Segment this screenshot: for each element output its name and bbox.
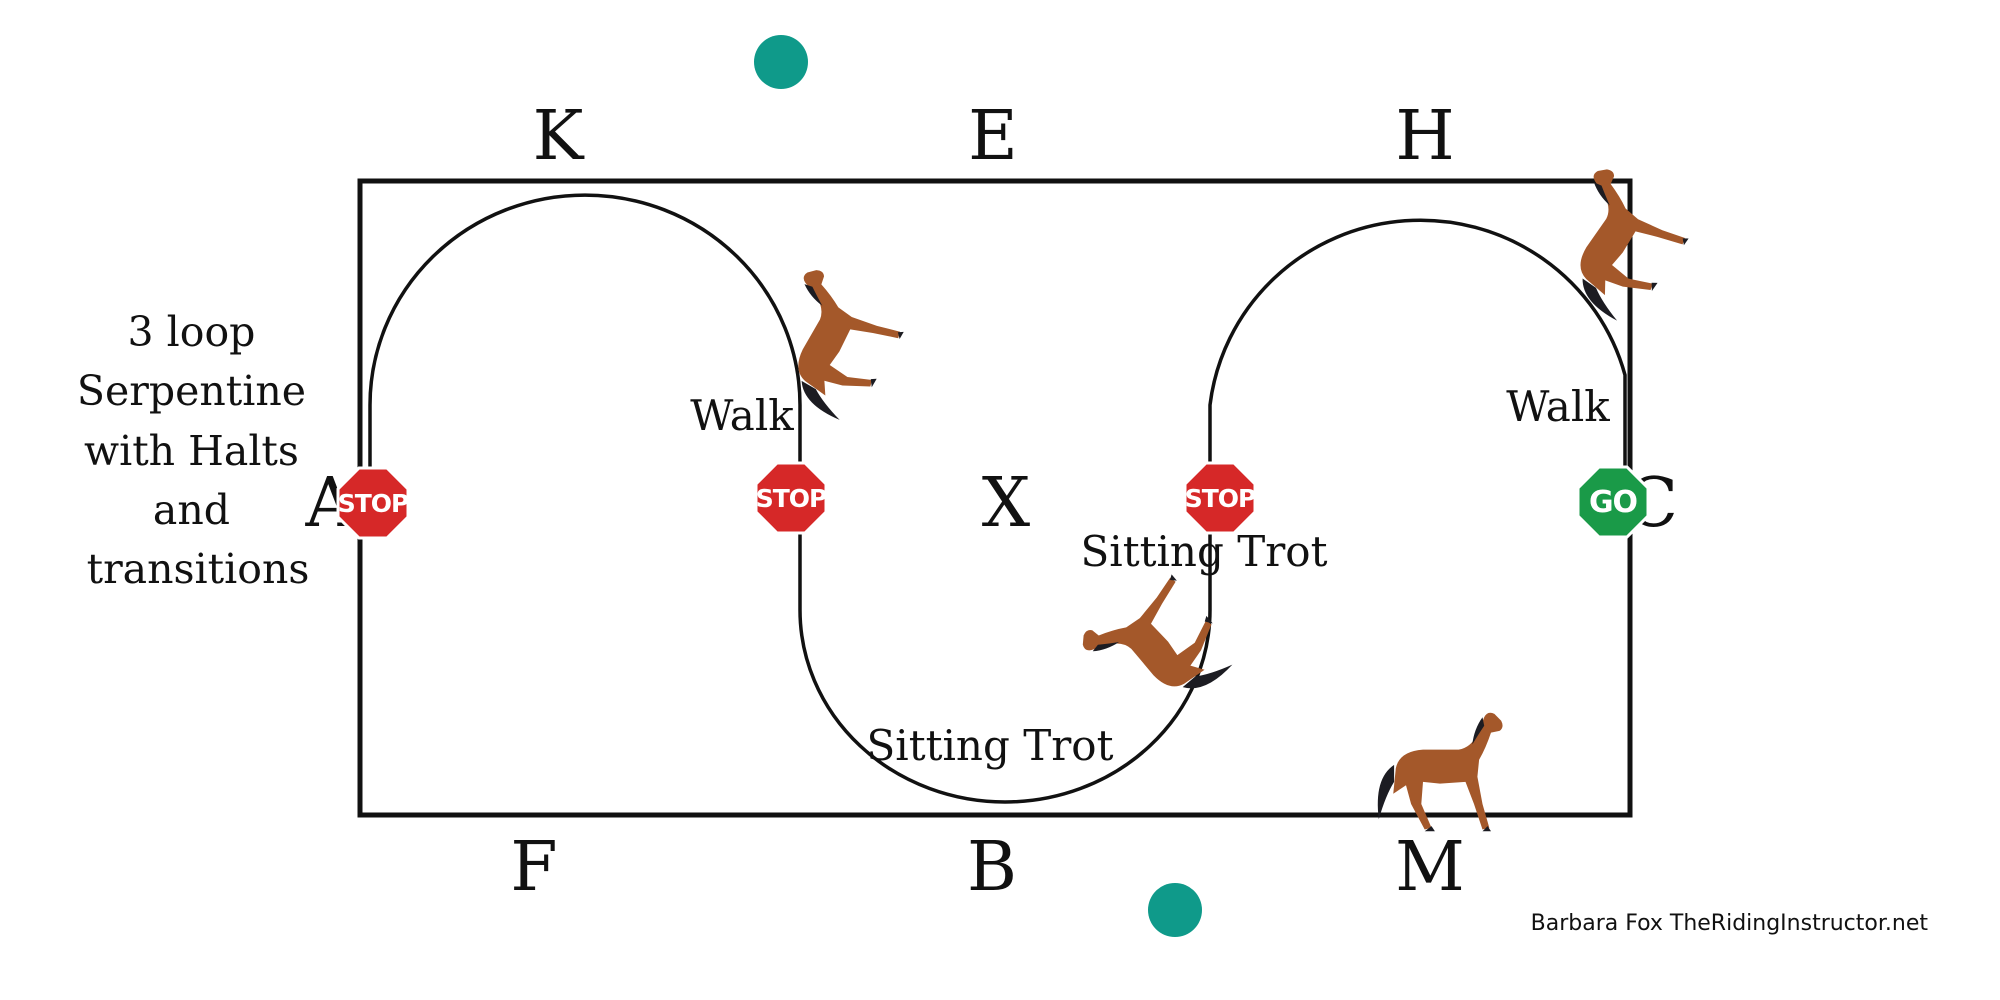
stop-sign-mid-right: STOP — [1183, 461, 1257, 535]
teal-marker-top — [754, 35, 808, 89]
stop-sign-text: STOP — [756, 484, 827, 513]
stop-sign-text: STOP — [338, 489, 409, 518]
stop-sign-mid-left: STOP — [754, 461, 828, 535]
horse-icon-top-right — [1532, 163, 1695, 329]
title-line: and — [153, 486, 230, 534]
letter-h: H — [1395, 97, 1454, 176]
go-sign-c: GO — [1576, 465, 1650, 539]
stop-sign-a: STOP — [336, 466, 410, 540]
stop-sign-octagon — [1183, 461, 1257, 535]
label-sitting-trot-right: Sitting Trot — [1081, 527, 1328, 576]
credit-text: Barbara Fox TheRidingInstructor.net — [1531, 911, 1929, 936]
letter-b: B — [967, 828, 1017, 907]
label-sitting-trot-bottom: Sitting Trot — [867, 721, 1114, 770]
stop-sign-octagon — [754, 461, 828, 535]
letter-f: F — [510, 828, 557, 907]
go-sign-text: GO — [1589, 485, 1637, 520]
diagram-title: 3 loop Serpentine with Halts and transit… — [77, 308, 319, 593]
title-line: transitions — [87, 545, 310, 593]
go-sign-octagon — [1576, 465, 1650, 539]
letter-m: M — [1395, 828, 1465, 907]
title-line: Serpentine — [77, 367, 306, 415]
stop-sign-octagon — [336, 466, 410, 540]
letter-e: E — [968, 97, 1018, 176]
horse-icon-bottom-loop — [1076, 565, 1242, 732]
label-walk-right: Walk — [1506, 382, 1610, 431]
label-walk-left: Walk — [690, 391, 794, 440]
letter-x: X — [982, 464, 1031, 543]
stop-sign-text: STOP — [1185, 484, 1256, 513]
letter-k: K — [533, 97, 585, 176]
title-line: with Halts — [84, 427, 299, 475]
teal-marker-bottom — [1148, 883, 1202, 937]
title-line: 3 loop — [128, 308, 256, 356]
serpentine-path — [368, 193, 1627, 804]
